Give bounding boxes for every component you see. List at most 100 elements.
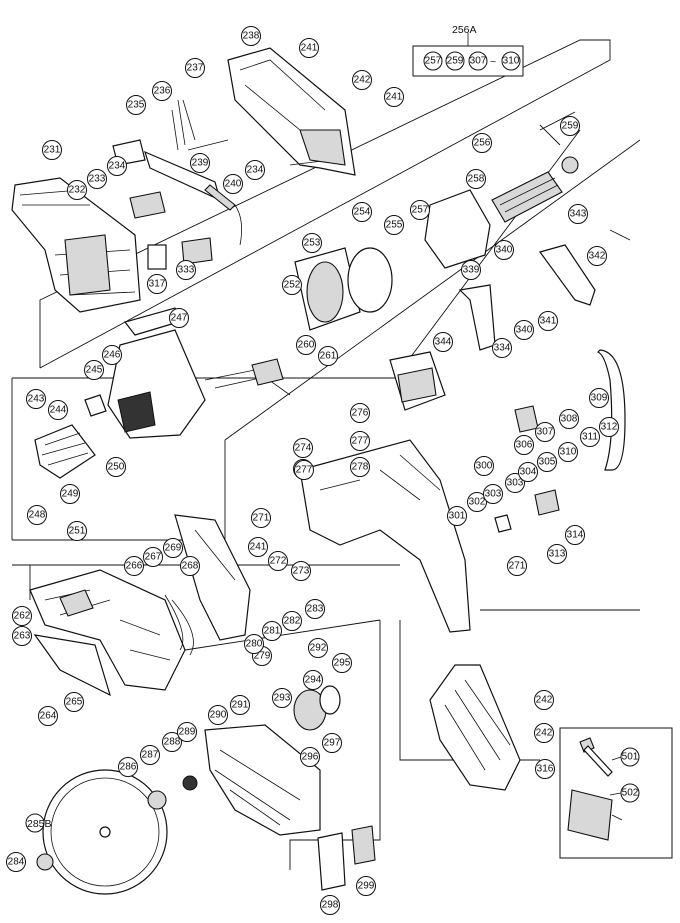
part-number-text: 294 — [305, 675, 322, 686]
part-number-text: 261 — [320, 351, 337, 362]
part-callout-255: 255 — [384, 215, 404, 235]
part-number-text: 238 — [243, 31, 260, 42]
part-number-text: 306 — [516, 440, 533, 451]
part-number-text: 251 — [69, 526, 86, 537]
part-number-text: 297 — [324, 738, 341, 749]
svg-text:310: 310 — [503, 56, 520, 67]
part-number-text: 343 — [570, 209, 587, 220]
part-number-text: 309 — [591, 393, 608, 404]
kit-callout-259: 259 — [445, 51, 465, 71]
part-callout-259: 259 — [560, 116, 580, 136]
part-callout-263: 263 — [12, 626, 32, 646]
part-number-text: 271 — [509, 561, 526, 572]
part-callout-238: 238 — [241, 26, 261, 46]
part-number-text: 303 — [485, 489, 502, 500]
part-callout-282: 282 — [282, 611, 302, 631]
part-number-text: 302 — [469, 497, 486, 508]
part-callout-292: 292 — [308, 638, 328, 658]
part-callout-286: 286 — [118, 757, 138, 777]
part-number-text: 288 — [164, 737, 181, 748]
part-callout-244: 244 — [48, 400, 68, 420]
part-callout-234: 234 — [107, 156, 127, 176]
part-number-text: 286 — [120, 762, 137, 773]
part-number-text: 259 — [562, 121, 579, 132]
part-number-text: 289 — [179, 727, 196, 738]
part-callout-266: 266 — [124, 556, 144, 576]
part-callout-281: 281 — [262, 621, 282, 641]
part-number-text: 264 — [40, 711, 57, 722]
part-number-text: 281 — [264, 626, 281, 637]
part-number-text: 249 — [62, 489, 79, 500]
part-number-text: 248 — [29, 510, 46, 521]
part-callout-268: 268 — [180, 556, 200, 576]
part-number-text: 239 — [192, 158, 209, 169]
part-number-text: 246 — [104, 350, 121, 361]
part-callout-242: 242 — [352, 70, 372, 90]
part-number-text: 308 — [561, 414, 578, 425]
part-callout-316: 316 — [535, 759, 555, 779]
part-number-text: 253 — [304, 238, 321, 249]
part-callout-265: 265 — [64, 692, 84, 712]
blade-label: 285B — [27, 818, 52, 830]
part-callout-296: 296 — [300, 747, 320, 767]
part-number-text: 303 — [507, 478, 524, 489]
part-callout-308: 308 — [559, 409, 579, 429]
part-number-text: 242 — [354, 75, 371, 86]
part-number-text: 245 — [86, 365, 103, 376]
part-callout-234: 234 — [245, 160, 265, 180]
part-number-text: 284 — [8, 857, 25, 868]
part-callout-271: 271 — [251, 508, 271, 528]
part-callout-235: 235 — [126, 95, 146, 115]
part-callout-340: 340 — [494, 240, 514, 260]
part-callout-299: 299 — [356, 876, 376, 896]
part-number-text: 241 — [250, 542, 267, 553]
part-number-text: 301 — [449, 511, 466, 522]
part-number-text: 314 — [567, 530, 584, 541]
part-number-text: 263 — [14, 631, 31, 642]
part-number-text: 283 — [307, 604, 324, 615]
part-number-text: 311 — [582, 432, 598, 443]
part-callout-305: 305 — [537, 452, 557, 472]
part-callout-252: 252 — [282, 275, 302, 295]
part-number-text: 233 — [89, 174, 106, 185]
part-number-text: 235 — [128, 100, 145, 111]
part-number-text: 305 — [539, 457, 556, 468]
part-callout-312: 312 — [599, 417, 619, 437]
svg-text:257: 257 — [425, 56, 442, 67]
part-callout-290: 290 — [208, 705, 228, 725]
part-number-text: 342 — [589, 251, 606, 262]
part-number-text: 304 — [520, 467, 537, 478]
part-number-text: 312 — [601, 422, 618, 433]
part-number-text: 244 — [50, 405, 67, 416]
part-number-text: 234 — [247, 165, 264, 176]
part-callout-280: 280 — [244, 634, 264, 654]
part-callout-283: 283 — [305, 599, 325, 619]
part-number-text: 313 — [549, 549, 566, 560]
part-callout-306: 306 — [514, 435, 534, 455]
part-number-text: 278 — [352, 462, 369, 473]
part-number-text: 234 — [109, 161, 126, 172]
part-callout-237: 237 — [185, 58, 205, 78]
kit-callout-310: 310 — [501, 51, 521, 71]
part-number-text: 341 — [540, 316, 557, 327]
part-callout-301: 301 — [447, 506, 467, 526]
part-callout-303: 303 — [483, 484, 503, 504]
part-number-text: 287 — [142, 750, 159, 761]
svg-text:502: 502 — [622, 788, 639, 799]
part-number-text: 266 — [126, 561, 143, 572]
part-callout-241: 241 — [248, 537, 268, 557]
part-number-text: 231 — [44, 145, 61, 156]
part-callout-241: 241 — [384, 87, 404, 107]
part-number-text: 269 — [165, 543, 182, 554]
kit-callout-307: 307 — [468, 51, 488, 71]
part-callout-243: 243 — [26, 389, 46, 409]
part-callout-276: 276 — [350, 403, 370, 423]
part-callout-340: 340 — [514, 320, 534, 340]
part-number-text: 242 — [536, 695, 553, 706]
part-callout-309: 309 — [589, 388, 609, 408]
part-number-text: 273 — [293, 566, 310, 577]
blade-callout-285b: 285B — [25, 813, 52, 833]
part-callout-254: 254 — [352, 202, 372, 222]
part-number-text: 252 — [284, 280, 301, 291]
